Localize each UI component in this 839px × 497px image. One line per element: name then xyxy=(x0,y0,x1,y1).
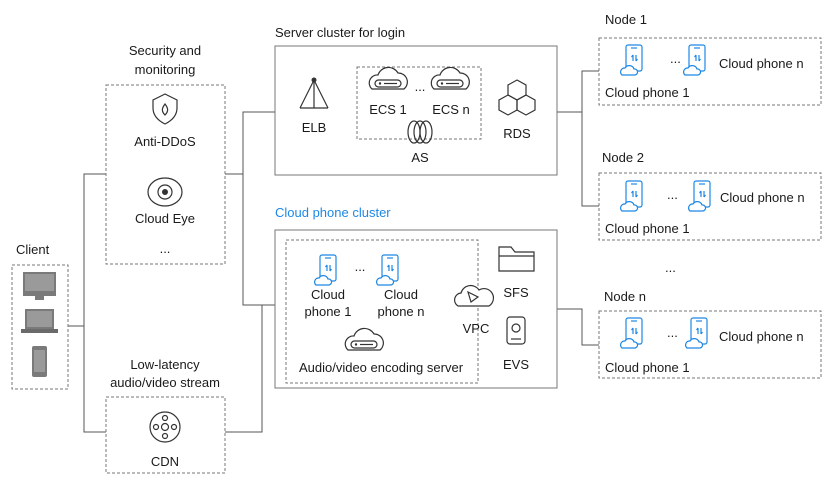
stream-box xyxy=(105,396,226,474)
phone-cluster: Cloud phone cluster ... Cloud phone 1 Cl… xyxy=(274,205,558,389)
stream-group: Low-latency audio/video stream CDN xyxy=(105,357,226,474)
node-ellipsis: ... xyxy=(667,325,678,340)
node-box xyxy=(598,37,822,106)
laptop-icon xyxy=(21,309,58,333)
cloud-phone-icon xyxy=(683,44,706,76)
cloud-eye-label: Cloud Eye xyxy=(135,211,195,226)
stream-title-line2: audio/video stream xyxy=(110,375,220,390)
node-n: Node n ... Cloud phone n Cloud phone 1 xyxy=(598,289,822,379)
phone-cluster-title: Cloud phone cluster xyxy=(275,205,391,220)
node-2: Node 2 ... Cloud phone n Cloud phone 1 xyxy=(598,150,822,241)
vpc-icon xyxy=(453,284,495,307)
vpc-label: VPC xyxy=(463,321,490,336)
node-phone-n: Cloud phone n xyxy=(720,190,805,205)
elb-label: ELB xyxy=(302,120,327,135)
client-box xyxy=(11,264,69,390)
node-box xyxy=(598,172,822,241)
client-label: Client xyxy=(16,242,50,257)
evs-label: EVS xyxy=(503,357,529,372)
rds-icon xyxy=(498,79,536,116)
cloud-phone-icon xyxy=(688,180,711,212)
encoding-server-label: Audio/video encoding server xyxy=(299,360,464,375)
cdn-icon xyxy=(149,411,181,443)
shield-icon xyxy=(152,93,178,125)
as-label: AS xyxy=(411,150,429,165)
nodes-ellipsis: ... xyxy=(665,260,676,275)
phone1-line2: phone 1 xyxy=(305,304,352,319)
phonen-line1: Cloud xyxy=(384,287,418,302)
node-title: Node 1 xyxy=(605,12,647,27)
phonen-line2: phone n xyxy=(378,304,425,319)
auto-scaling-icon xyxy=(407,120,433,144)
anti-ddos-label: Anti-DDoS xyxy=(134,134,196,149)
desktop-icon xyxy=(23,272,56,300)
node-phone-n: Cloud phone n xyxy=(719,329,804,344)
login-cluster-box xyxy=(274,45,558,176)
security-more: ... xyxy=(160,241,171,256)
cloud-phone-icon xyxy=(620,44,643,76)
rds-label: RDS xyxy=(503,126,531,141)
client-group: Client xyxy=(11,242,69,390)
node-ellipsis: ... xyxy=(670,51,681,66)
folder-icon xyxy=(498,246,535,272)
cloud-phone-icon xyxy=(620,180,643,212)
security-title-line1: Security and xyxy=(129,43,201,58)
cdn-label: CDN xyxy=(151,454,179,469)
login-cluster: Server cluster for login ELB ... ECS 1 E… xyxy=(274,25,558,176)
ecsn-label: ECS n xyxy=(432,102,470,117)
phone1-line1: Cloud xyxy=(311,287,345,302)
node-ellipsis: ... xyxy=(667,187,678,202)
node-box xyxy=(598,310,822,379)
node-phone-1: Cloud phone 1 xyxy=(605,221,690,236)
connectors xyxy=(68,70,599,433)
phones-ellipsis: ... xyxy=(355,259,366,274)
node-title: Node n xyxy=(604,289,646,304)
node-phone-n: Cloud phone n xyxy=(719,56,804,71)
evs-disk-icon xyxy=(506,316,526,345)
elb-icon xyxy=(299,77,329,109)
node-phone-1: Cloud phone 1 xyxy=(605,85,690,100)
cloud-phone-icon xyxy=(620,317,643,349)
stream-title-line1: Low-latency xyxy=(130,357,200,372)
ecs-ellipsis: ... xyxy=(415,79,426,94)
eye-icon xyxy=(147,177,183,207)
cloud-phone-icon xyxy=(685,317,708,349)
security-group: Security and monitoring Anti-DDoS Cloud … xyxy=(105,43,226,265)
mobile-icon xyxy=(32,346,47,377)
security-box xyxy=(105,84,226,265)
sfs-label: SFS xyxy=(503,285,529,300)
node-1: Node 1 ... Cloud phone n Cloud phone 1 xyxy=(598,12,822,106)
login-cluster-title: Server cluster for login xyxy=(275,25,405,40)
node-title: Node 2 xyxy=(602,150,644,165)
ecs1-label: ECS 1 xyxy=(369,102,407,117)
node-phone-1: Cloud phone 1 xyxy=(605,360,690,375)
phone-server-box xyxy=(285,239,479,384)
security-title-line2: monitoring xyxy=(135,62,196,77)
